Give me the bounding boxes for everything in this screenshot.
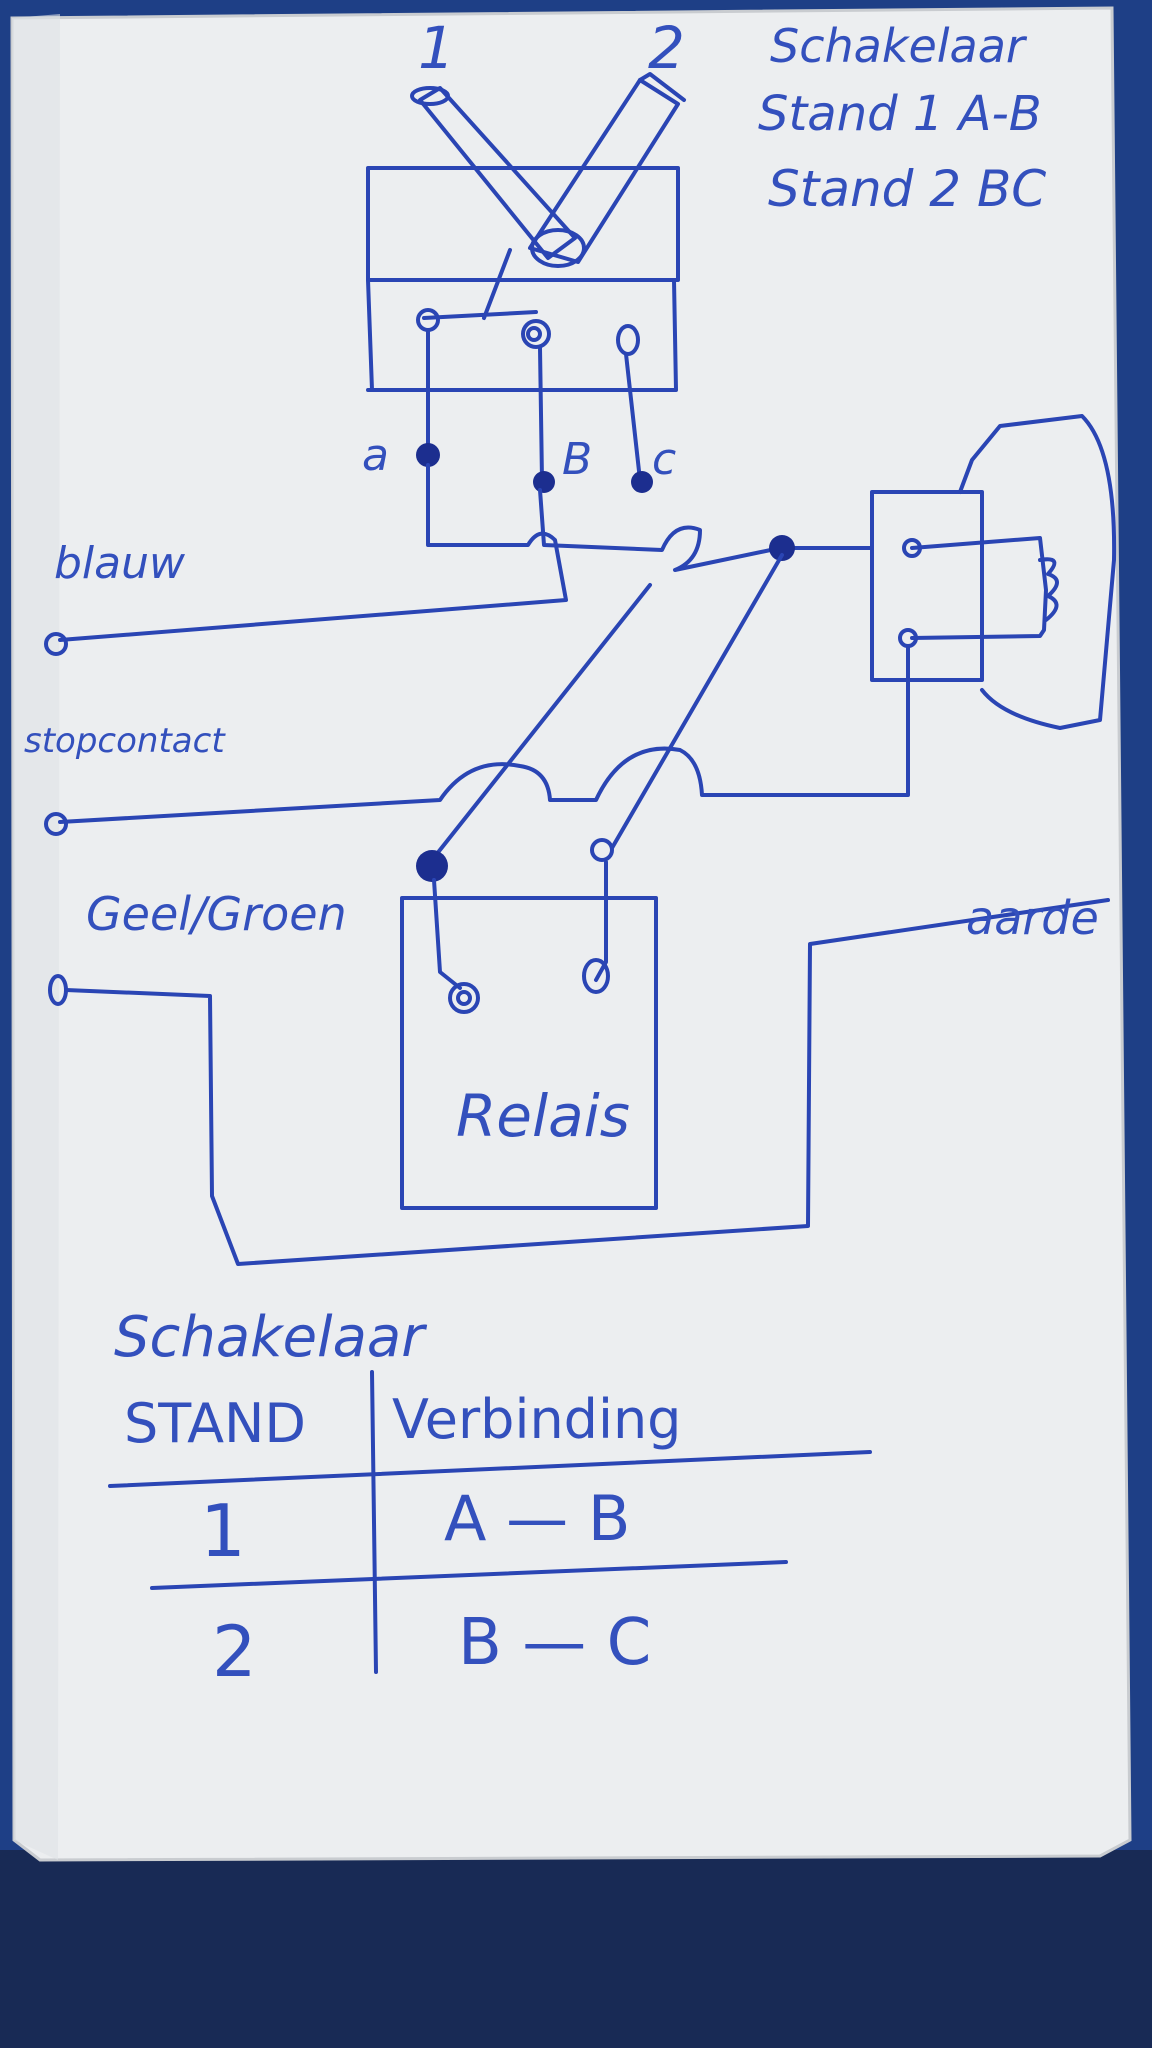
note-line-3: Stand 2 BC	[768, 160, 1046, 218]
table-row-2-verbinding: B — C	[458, 1606, 651, 1680]
terminal-label-b: B	[562, 434, 592, 485]
terminal-label-a: a	[362, 430, 389, 481]
position-label-2: 2	[648, 14, 685, 82]
terminal-label-c: c	[652, 434, 676, 485]
table-header-verbinding: Verbinding	[392, 1388, 681, 1451]
note-line-2: Stand 1 A-B	[758, 86, 1042, 142]
label-earth: aarde	[966, 891, 1099, 945]
position-label-1: 1	[418, 14, 455, 82]
table-title: Schakelaar	[114, 1305, 427, 1370]
plug-box	[870, 490, 984, 682]
connection-table: Schakelaar STAND Verbinding 1 A — B 2 B …	[108, 1305, 872, 1693]
relay-label: Relais	[456, 1082, 630, 1150]
lever-2	[528, 78, 680, 264]
switch-diagram: a B c 1 2	[362, 14, 686, 493]
wiring	[44, 414, 1117, 1266]
relay: Relais	[400, 838, 658, 1210]
lever-1	[418, 86, 577, 260]
table-row-2-stand: 2	[212, 1611, 257, 1693]
table-header-stand: STAND	[124, 1392, 306, 1455]
switch-body	[366, 166, 680, 282]
label-stopcontact: stopcontact	[24, 721, 226, 761]
label-yellow-green: Geel/Groen	[86, 887, 347, 941]
relay-box	[400, 896, 658, 1210]
table-row-1-verbinding: A — B	[444, 1482, 630, 1555]
label-blue: blauw	[54, 538, 186, 589]
switch-note: Schakelaar Stand 1 A-B Stand 2 BC	[758, 19, 1046, 218]
table-row-1-stand: 1	[200, 1489, 246, 1573]
note-line-1: Schakelaar	[770, 19, 1028, 73]
